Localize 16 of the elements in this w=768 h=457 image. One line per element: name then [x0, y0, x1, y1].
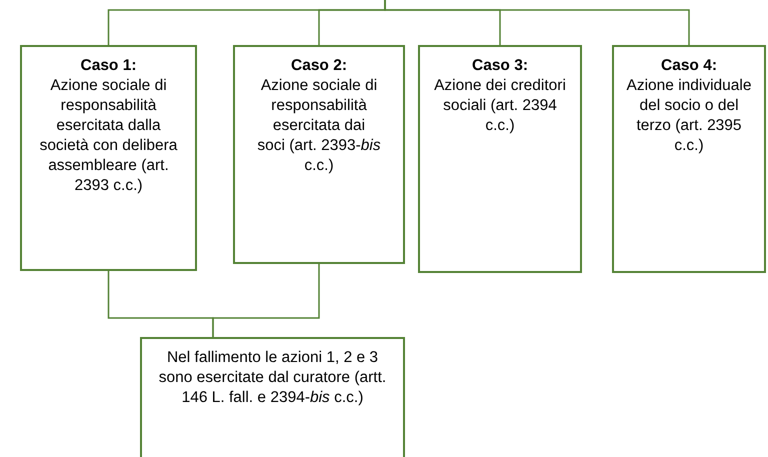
case-description: Azione sociale di responsabilità esercitata dalla società con delibera assembleare (art. 2393 c.c.) — [38, 76, 178, 196]
case-heading: Caso 1: — [80, 56, 136, 76]
case-heading: Caso 3: — [472, 56, 528, 76]
text-box — [612, 45, 766, 273]
text-box — [20, 45, 197, 271]
case-description: Azione sociale di responsabilità esercitata dai soci (art. 2393-bis c.c.) — [257, 76, 381, 176]
case-heading: Caso 2: — [291, 56, 347, 76]
text-box — [233, 45, 405, 264]
connector-line — [384, 0, 690, 45]
text-box — [418, 45, 582, 273]
case-heading: Caso 4: — [661, 56, 717, 76]
connector-line — [212, 264, 320, 337]
case-description: Azione individuale del socio o del terzo (art. 2395 c.c.) — [626, 76, 752, 156]
text-box — [140, 337, 405, 457]
case-description: Nel fallimento le azioni 1, 2 e 3 sono esercitate dal curatore (artt. 146 L. fall. e 2394-bis c.c.) — [158, 348, 388, 408]
case-description: Azione dei creditori sociali (art. 2394 c.c.) — [433, 76, 567, 136]
